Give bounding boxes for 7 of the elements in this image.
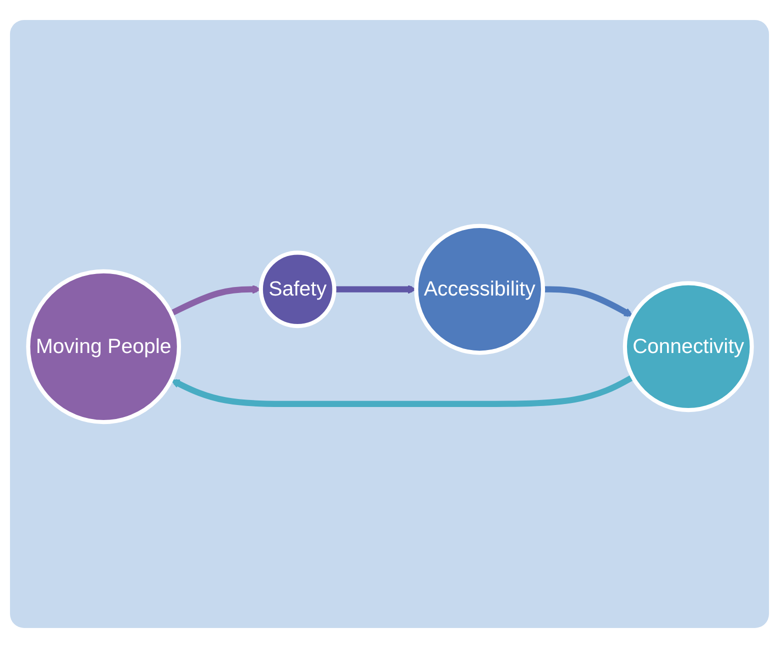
panel-background: Moving People Safety Accessibility Connectivity: [10, 20, 769, 628]
node-circle: [26, 269, 181, 424]
node-circle: [622, 281, 754, 412]
arrow: [170, 374, 634, 408]
node-circle: [414, 224, 545, 355]
node-circle: [258, 250, 336, 328]
arrow: [542, 286, 633, 317]
